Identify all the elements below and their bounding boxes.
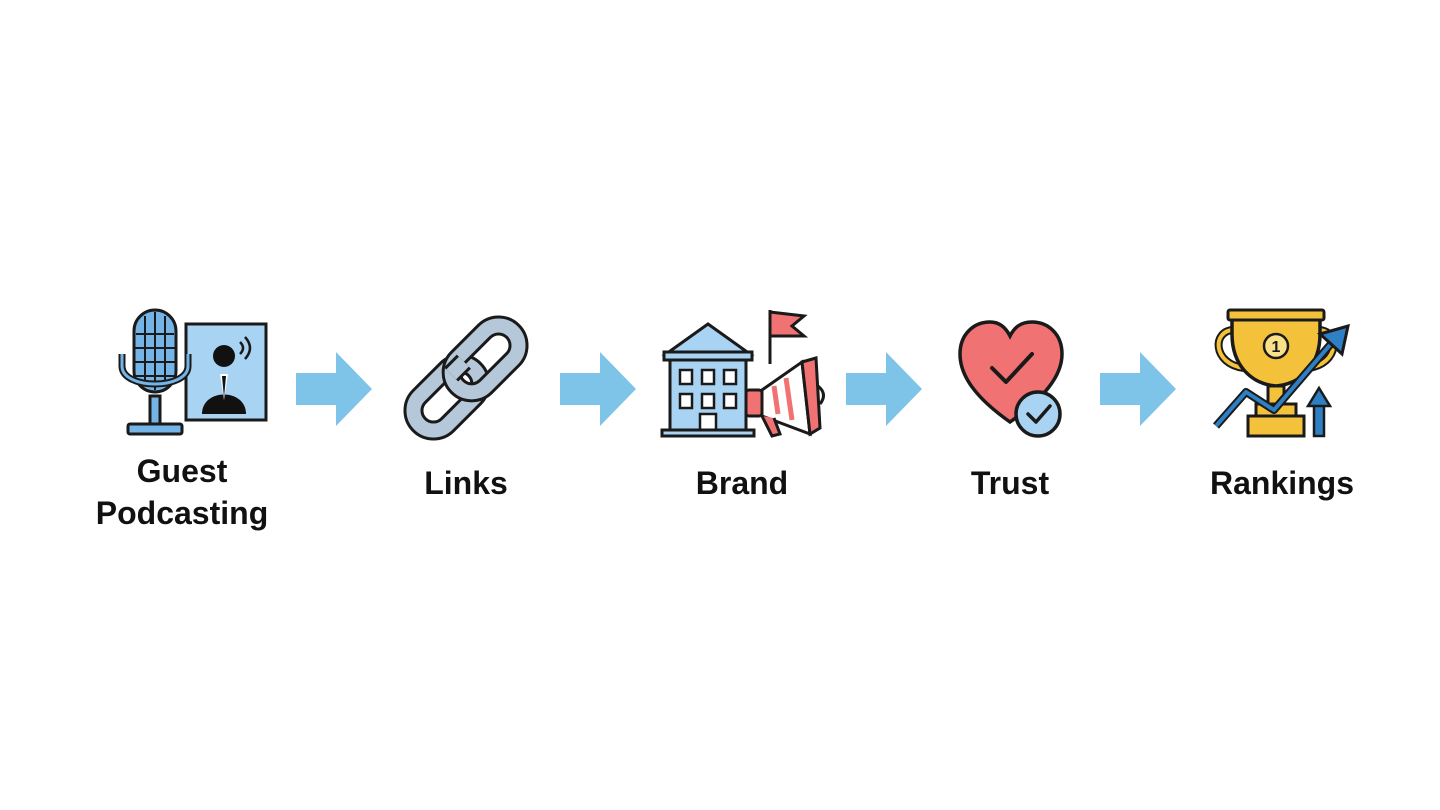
- microphone-icon: [114, 304, 274, 440]
- step-label-line-2: Podcasting: [95, 495, 269, 531]
- step-label-links: Links: [424, 465, 508, 501]
- arrow-right-icon: [846, 352, 922, 426]
- step-label-trust: Trust: [970, 465, 1050, 501]
- step-label-line-1: Guest: [136, 453, 228, 489]
- chain-link-icon: [396, 308, 536, 448]
- heart-check-icon: [956, 318, 1070, 444]
- trophy-growth-icon: 1: [1208, 306, 1358, 442]
- arrow-right-icon: [1100, 352, 1176, 426]
- arrow-right-icon: [560, 352, 636, 426]
- trophy-rank-badge: 1: [1272, 339, 1281, 356]
- step-label-guest-podcasting: Guest Podcasting: [96, 450, 268, 534]
- arrow-right-icon: [296, 352, 372, 426]
- step-label-rankings: Rankings: [1209, 465, 1355, 501]
- step-label-brand: Brand: [695, 465, 789, 501]
- building-megaphone-icon: [660, 306, 825, 440]
